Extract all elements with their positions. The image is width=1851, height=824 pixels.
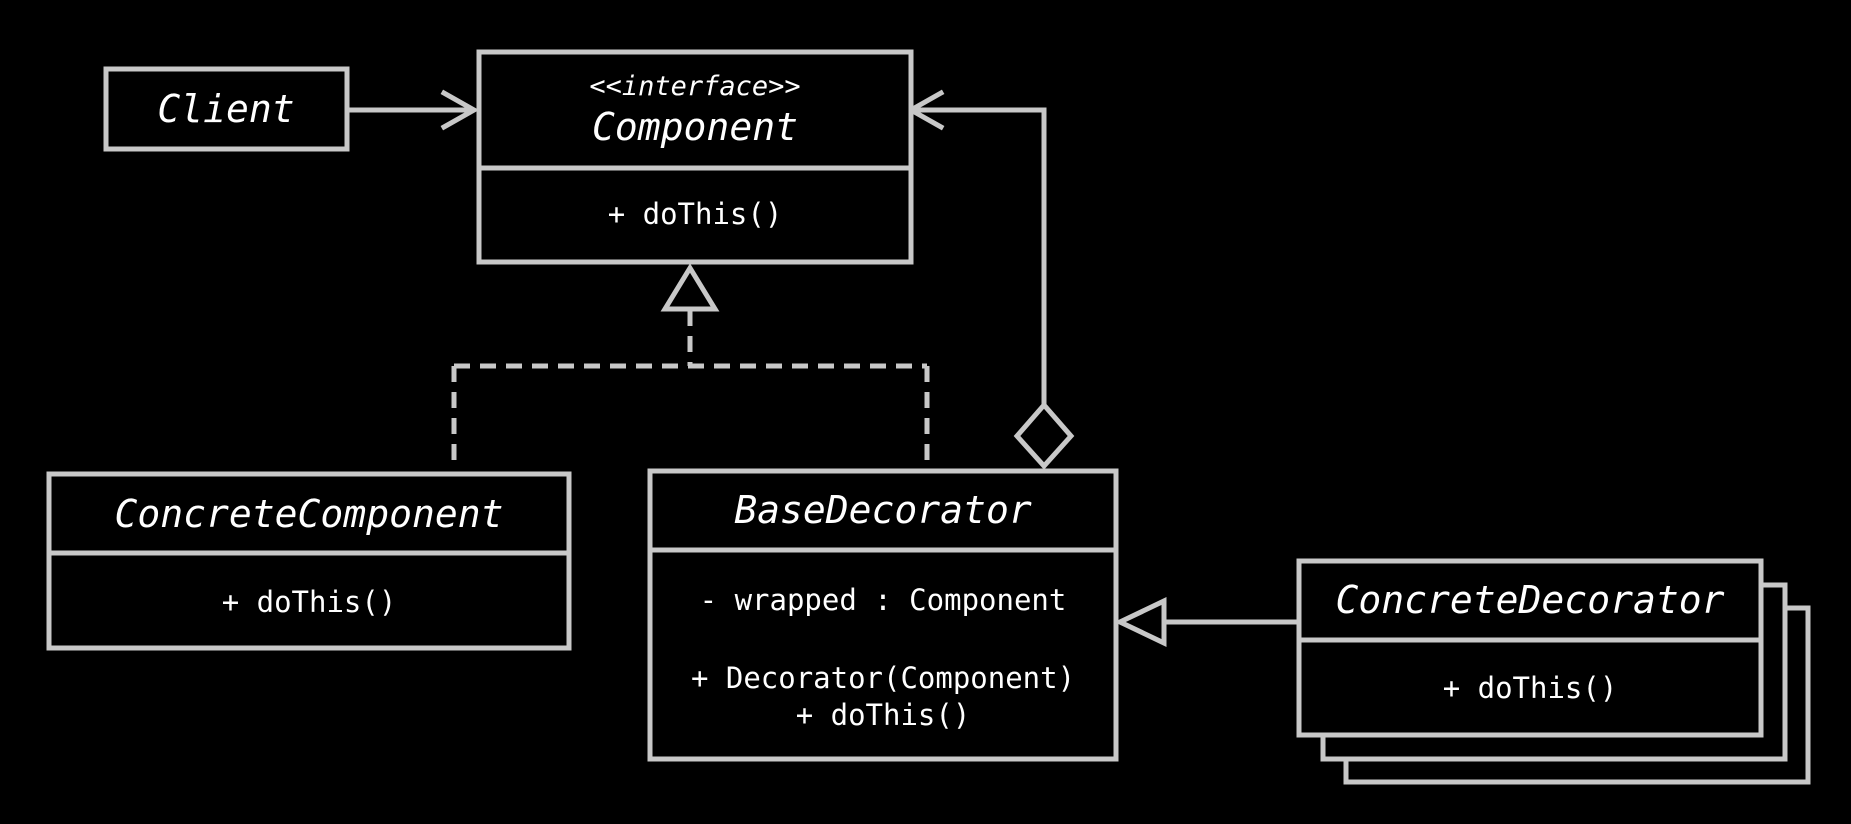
base-decorator-field: - wrapped : Component bbox=[700, 583, 1067, 617]
base-decorator-box[interactable]: BaseDecorator - wrapped : Component + De… bbox=[647, 468, 1119, 762]
base-decorator-method-constructor: + Decorator(Component) bbox=[691, 661, 1075, 695]
concrete-component-method: + doThis() bbox=[222, 585, 397, 619]
client-name: Client bbox=[157, 87, 294, 131]
base-decorator-name: BaseDecorator bbox=[734, 488, 1032, 532]
concrete-decorator-name: ConcreteDecorator bbox=[1336, 578, 1725, 622]
client-box[interactable]: Client bbox=[103, 66, 350, 152]
client-to-component-arrowhead bbox=[440, 89, 480, 131]
realization-triangle-head bbox=[660, 263, 720, 312]
component-name: Component bbox=[592, 105, 798, 149]
aggregation-line bbox=[914, 107, 1047, 405]
component-method: + doThis() bbox=[608, 197, 783, 231]
concrete-decorator-method: + doThis() bbox=[1443, 671, 1618, 705]
component-box[interactable]: <<interface>> Component + doThis() bbox=[476, 49, 914, 265]
base-decorator-method-dothis: + doThis() bbox=[796, 698, 971, 732]
aggregation-diamond bbox=[1013, 401, 1075, 470]
concrete-component-name: ConcreteComponent bbox=[115, 492, 504, 536]
concrete-component-box[interactable]: ConcreteComponent + doThis() bbox=[46, 471, 572, 651]
concrete-decorator-box[interactable]: ConcreteDecorator + doThis() bbox=[1296, 558, 1764, 738]
inheritance-triangle-head bbox=[1114, 597, 1167, 647]
component-stereotype: <<interface>> bbox=[589, 71, 800, 102]
